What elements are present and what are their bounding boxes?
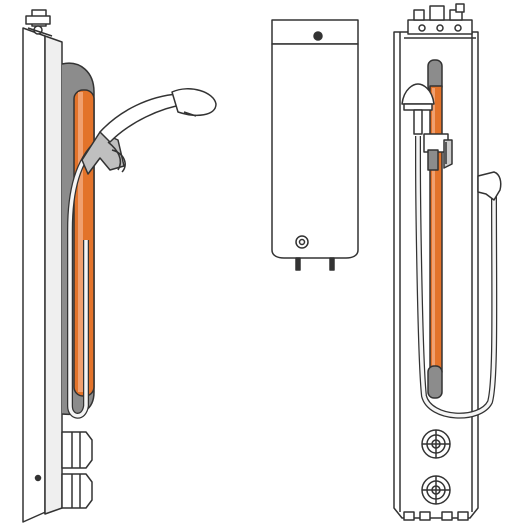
shower-panel-side-view-icon <box>22 9 217 523</box>
side-lower-knob <box>61 473 93 509</box>
front-rail-bar <box>429 85 443 373</box>
side-shower-head <box>171 88 217 117</box>
front-rail-bracket-bottom <box>427 365 443 399</box>
heater-body <box>271 43 359 259</box>
heater-top-indicator <box>313 31 323 41</box>
front-shower-head <box>401 83 435 105</box>
front-upper-knob <box>421 429 451 459</box>
front-lower-knob <box>421 475 451 505</box>
front-hose-outlet <box>477 171 502 201</box>
shower-panel-front-view-icon <box>393 3 502 521</box>
front-top-fittings <box>404 3 476 39</box>
front-slider <box>423 133 453 171</box>
side-top-fittings <box>25 9 53 37</box>
heater-pipe-left <box>295 257 301 271</box>
water-heater-unit-icon <box>271 19 359 271</box>
side-panel-rear <box>44 35 63 515</box>
side-shower-handle <box>99 93 187 143</box>
side-upper-knob <box>61 431 93 469</box>
front-base-feet <box>403 511 469 521</box>
heater-top-band <box>271 19 359 45</box>
side-fixing-dot <box>34 474 42 482</box>
heater-pipe-right <box>329 257 335 271</box>
